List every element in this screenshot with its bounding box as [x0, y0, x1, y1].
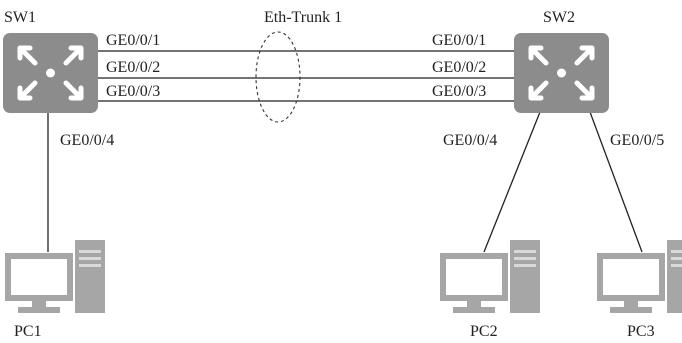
sw2-port-ge5-label: GE0/0/5	[610, 132, 664, 149]
pc-pc2[interactable]	[440, 240, 540, 313]
switch-icon	[3, 33, 98, 113]
link-sw2-pc3	[589, 111, 643, 253]
sw1-port-ge4-label: GE0/0/4	[60, 132, 114, 149]
sw2-port-ge2-label: GE0/0/2	[432, 59, 486, 76]
sw1-label: SW1	[4, 9, 36, 26]
desktop-pc-icon	[597, 240, 682, 313]
pc1-label: PC1	[14, 323, 42, 340]
sw2-port-ge4-label: GE0/0/4	[443, 132, 497, 149]
sw2-port-ge3-label: GE0/0/3	[432, 83, 486, 100]
desktop-pc-icon	[5, 240, 105, 313]
eth-trunk-ellipse	[255, 31, 301, 123]
sw1-port-ge3-label: GE0/0/3	[106, 83, 160, 100]
sw1-port-ge2-label: GE0/0/2	[106, 59, 160, 76]
pc2-label: PC2	[470, 323, 498, 340]
switch-icon	[514, 33, 609, 113]
switch-sw1[interactable]	[3, 33, 98, 113]
sw2-label: SW2	[543, 9, 575, 26]
pc-pc3[interactable]	[597, 240, 682, 313]
sw2-port-ge1-label: GE0/0/1	[432, 32, 486, 49]
link-sw2-pc2	[483, 111, 541, 253]
pc3-label: PC3	[627, 323, 655, 340]
switch-sw2[interactable]	[514, 33, 609, 113]
desktop-pc-icon	[440, 240, 540, 313]
pc-pc1[interactable]	[5, 240, 105, 313]
eth-trunk-label: Eth-Trunk 1	[264, 9, 342, 26]
sw1-port-ge1-label: GE0/0/1	[106, 32, 160, 49]
